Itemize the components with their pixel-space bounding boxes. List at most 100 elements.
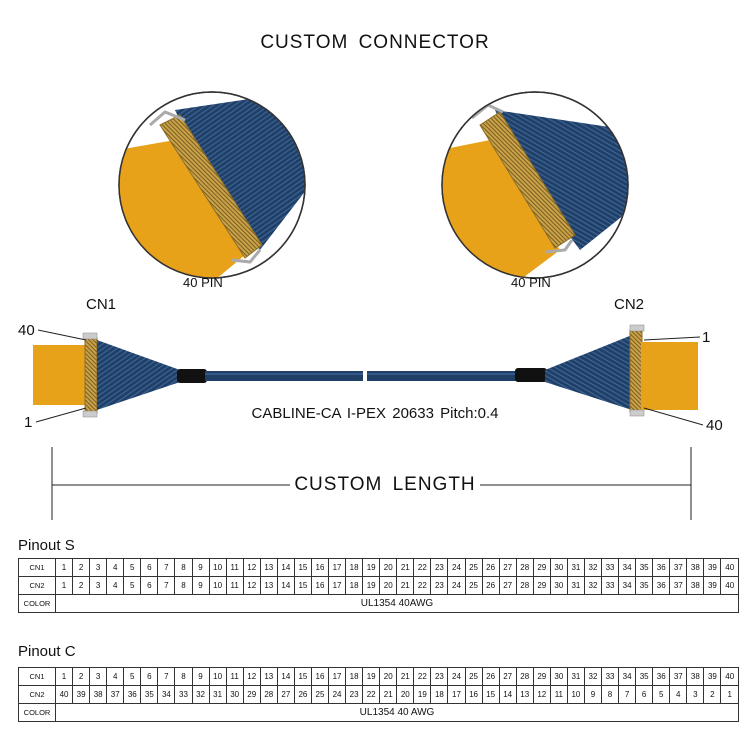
pin-cell: 5	[123, 558, 142, 577]
diagram-title: CUSTOM CONNECTOR	[260, 32, 490, 53]
pin-cell: 6	[635, 685, 654, 704]
pin-cell: 2	[72, 558, 91, 577]
pin-cell: 21	[396, 558, 415, 577]
pin-cell: 4	[106, 558, 125, 577]
pin-cell: 18	[345, 576, 364, 595]
pin-cell: 5	[652, 685, 671, 704]
pin-cell: 35	[635, 667, 654, 686]
pin-cell: 12	[242, 667, 261, 686]
cn2-label: CN2	[614, 296, 645, 313]
pin-cell: 13	[259, 576, 278, 595]
pin-cell: 20	[379, 576, 398, 595]
pin-cell: 36	[652, 667, 671, 686]
pin-cell: 3	[686, 685, 705, 704]
pin-cell: 23	[345, 685, 364, 704]
pin-cell: 10	[566, 685, 585, 704]
pin-cell: 13	[259, 558, 278, 577]
pin-cell: 15	[293, 576, 312, 595]
cn2-zoom-photo	[441, 91, 629, 279]
pin-cell: 26	[481, 576, 500, 595]
cn2-top-pin-number: 1	[702, 329, 711, 346]
pin-cell: 25	[464, 667, 483, 686]
pin-cell: 24	[327, 685, 347, 704]
row-header: COLOR	[18, 594, 56, 613]
pin-cell: 39	[703, 558, 722, 577]
cn2-pin40-leader	[643, 407, 704, 426]
row-header: COLOR	[18, 703, 56, 722]
cn1-pin40-leader	[37, 329, 87, 341]
pin-cell: 15	[293, 667, 312, 686]
pin-cell: 13	[259, 667, 278, 686]
pin-cell: 37	[106, 685, 125, 704]
pin-cell: 6	[140, 667, 159, 686]
pin-cell: 22	[413, 576, 432, 595]
pin-cell: 17	[327, 667, 347, 686]
cn1-connector	[33, 332, 363, 418]
pin-cell: 32	[583, 558, 603, 577]
pin-cell: 25	[310, 685, 330, 704]
pin-cell: 37	[669, 558, 688, 577]
pin-cell: 12	[242, 576, 261, 595]
pin-cell: 22	[362, 685, 381, 704]
pin-cell: 28	[515, 558, 534, 577]
pin-cell: 2	[703, 685, 722, 704]
wire-spec-cell: UL1354 40 AWG	[55, 703, 739, 722]
pin-cell: 10	[208, 576, 227, 595]
pin-cell: 7	[157, 558, 176, 577]
pin-cell: 11	[549, 685, 568, 704]
pin-cell: 33	[600, 558, 620, 577]
pin-cell: 31	[208, 685, 227, 704]
pin-cell: 12	[242, 558, 261, 577]
pin-cell: 18	[430, 685, 449, 704]
pin-cell: 35	[635, 558, 654, 577]
pin-cell: 9	[191, 558, 210, 577]
row-header: CN2	[18, 576, 56, 595]
pin-cell: 29	[532, 576, 551, 595]
pin-cell: 7	[618, 685, 637, 704]
pin-cell: 34	[618, 576, 637, 595]
pin-cell: 23	[430, 558, 449, 577]
pin-cell: 18	[345, 558, 364, 577]
pin-cell: 19	[413, 685, 432, 704]
pin-cell: 38	[686, 558, 705, 577]
cn1-pin1-leader	[35, 407, 87, 423]
cable-spec-caption: CABLINE-CA I-PEX 20633 Pitch:0.4	[251, 405, 499, 422]
pin-cell: 28	[259, 685, 278, 704]
pin-cell: 20	[379, 667, 398, 686]
pin-cell: 34	[618, 667, 637, 686]
pin-cell: 2	[72, 667, 91, 686]
pin-cell: 10	[208, 558, 227, 577]
pin-cell: 10	[208, 667, 227, 686]
pin-cell: 18	[345, 667, 364, 686]
pin-cell: 31	[566, 576, 585, 595]
pin-cell: 29	[532, 667, 551, 686]
pin-cell: 12	[532, 685, 551, 704]
pinout-c-title: Pinout C	[18, 643, 76, 660]
pin-cell: 33	[174, 685, 193, 704]
pin-cell: 17	[447, 685, 466, 704]
pin-cell: 40	[54, 685, 74, 704]
pin-cell: 23	[430, 667, 449, 686]
pin-cell: 39	[72, 685, 91, 704]
pin-cell: 32	[583, 576, 603, 595]
row-header: CN1	[18, 558, 56, 577]
pin-cell: 17	[327, 558, 347, 577]
pin-cell: 25	[464, 576, 483, 595]
cn1-top-pin-number: 40	[18, 322, 35, 339]
pin-cell: 11	[225, 558, 244, 577]
pin-cell: 24	[447, 576, 466, 595]
pin-cell: 39	[703, 667, 722, 686]
pin-cell: 27	[498, 558, 517, 577]
pin-cell: 25	[464, 558, 483, 577]
pin-cell: 23	[430, 576, 449, 595]
pin-cell: 8	[174, 667, 193, 686]
pin-cell: 38	[89, 685, 108, 704]
pin-cell: 16	[310, 667, 330, 686]
pin-cell: 40	[720, 667, 739, 686]
pin-cell: 16	[310, 576, 330, 595]
pin-cell: 11	[225, 667, 244, 686]
pin-cell: 14	[498, 685, 517, 704]
